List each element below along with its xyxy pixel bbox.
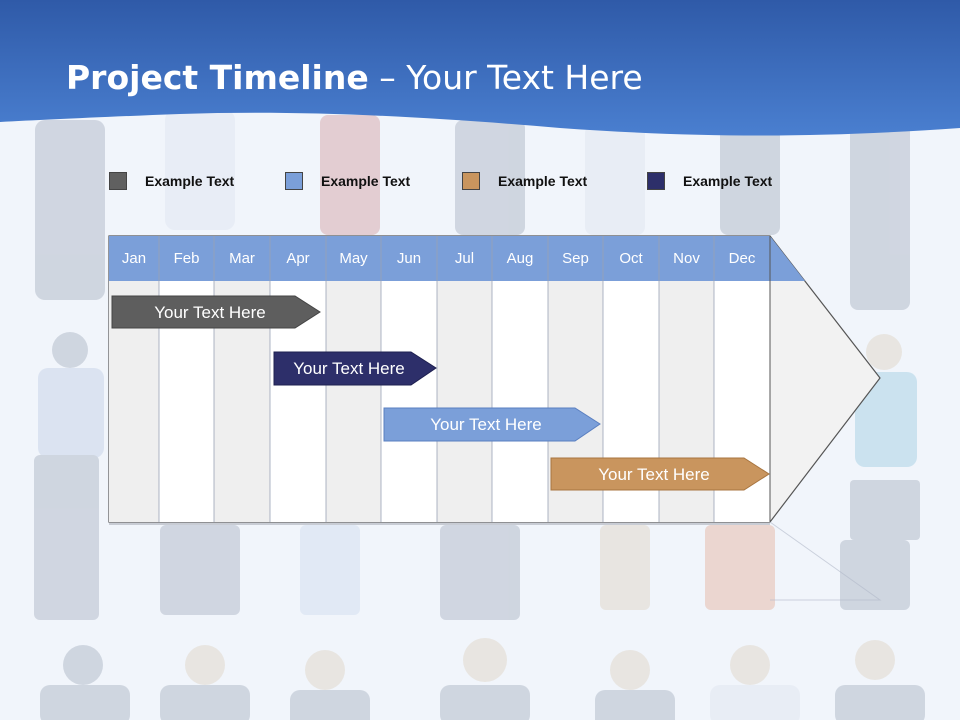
month-column (437, 281, 492, 522)
legend-label: Example Text (321, 173, 411, 189)
month-label-aug: Aug (506, 250, 534, 267)
page-title: Project Timeline – Your Text Here (66, 58, 643, 97)
month-label-mar: Mar (229, 250, 255, 267)
month-label-jul: Jul (454, 250, 475, 267)
task-arrow-shape-4 (550, 457, 770, 491)
task-bar-4[interactable]: Your Text Here (598, 465, 710, 484)
task-arrow-shape-2 (273, 351, 437, 386)
month-label-dec: Dec (728, 250, 756, 267)
task-arrow-shape-3 (383, 407, 601, 442)
legend-item: Example Text (285, 171, 410, 191)
legend-label: Example Text (683, 173, 773, 189)
legend-item: Example Text (647, 171, 772, 191)
month-label-may: May (339, 250, 368, 267)
month-label-nov: Nov (673, 250, 700, 267)
month-column (492, 281, 548, 522)
month-label-feb: Feb (173, 250, 200, 267)
task-bar-3[interactable]: Your Text Here (430, 415, 542, 434)
task-bar-2[interactable]: Your Text Here (293, 359, 405, 378)
header-banner (0, 0, 960, 136)
legend-item: Example Text (462, 171, 587, 191)
month-column (381, 281, 437, 522)
title-subtitle: – Your Text Here (368, 58, 643, 97)
title-bold: Project Timeline (66, 58, 369, 97)
legend-swatch-tan (462, 172, 480, 190)
month-column (326, 281, 381, 522)
task-arrow-shape-1 (111, 295, 321, 329)
month-label-apr: Apr (286, 250, 310, 267)
legend-swatch-navy (647, 172, 665, 190)
legend-label: Example Text (145, 173, 235, 189)
task-bar-1[interactable]: Your Text Here (154, 303, 266, 322)
legend-label: Example Text (498, 173, 588, 189)
month-label-jun: Jun (396, 250, 422, 267)
legend-swatch-light-blue (285, 172, 303, 190)
legend-item: Example Text (109, 171, 234, 191)
month-label-oct: Oct (619, 250, 643, 267)
month-label-jan: Jan (121, 250, 147, 267)
legend-swatch-gray (109, 172, 127, 190)
month-label-sep: Sep (562, 250, 589, 267)
